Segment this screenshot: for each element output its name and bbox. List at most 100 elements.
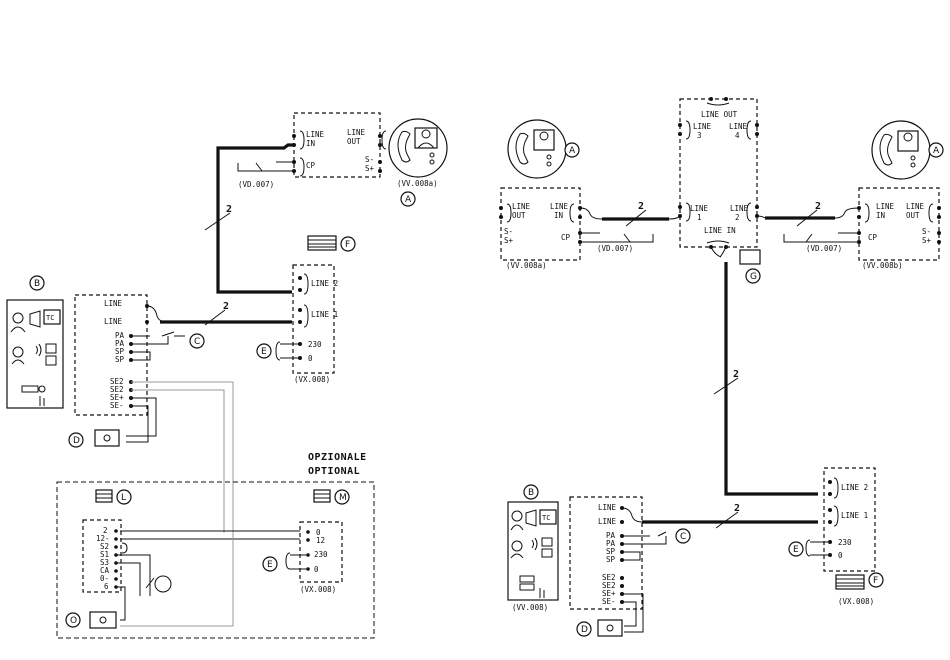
svg-text:LINE: LINE (104, 299, 123, 308)
svg-text:O: O (70, 616, 77, 626)
svg-text:LINE 2: LINE 2 (841, 483, 868, 492)
svg-text:4: 4 (735, 131, 740, 140)
right-monitor-vv008a: LINE OUT LINE IN S- S+ CP (VV.008a) (499, 187, 582, 270)
svg-text:S-: S- (365, 155, 374, 164)
svg-text:0: 0 (314, 565, 319, 574)
svg-text:F: F (345, 240, 350, 250)
svg-text:S+: S+ (365, 164, 375, 173)
svg-text:SE2: SE2 (110, 377, 124, 386)
svg-text:(VV.008b): (VV.008b) (862, 261, 903, 270)
left-power-vx008: LINE 2 LINE 1 230 0 (VX.008) (275, 264, 338, 384)
svg-text:M: M (339, 493, 347, 503)
svg-text:PA: PA (606, 539, 616, 548)
callout-a: A (405, 195, 412, 205)
left-cable-1 (216, 143, 294, 294)
svg-text:SE2: SE2 (110, 385, 124, 394)
svg-text:(VD.007): (VD.007) (238, 180, 274, 189)
svg-text:CP: CP (561, 233, 571, 242)
svg-text:A: A (569, 146, 576, 156)
svg-text:PA: PA (606, 531, 616, 540)
svg-text:PA: PA (115, 331, 125, 340)
svg-text:0-: 0- (100, 574, 109, 583)
svg-text:OUT: OUT (347, 137, 361, 146)
handset-monitor-icon (388, 118, 448, 178)
svg-text:LINE: LINE (730, 204, 749, 213)
svg-text:2: 2 (103, 526, 108, 535)
svg-text:CP: CP (868, 233, 878, 242)
svg-text:LINE OUT: LINE OUT (701, 110, 738, 119)
svg-text:S3: S3 (100, 558, 109, 567)
svg-text:(VX.008): (VX.008) (294, 375, 330, 384)
handset-monitor-icon-right-b (871, 120, 931, 180)
svg-text:(VD.007): (VD.007) (597, 244, 633, 253)
svg-text:LINE 1: LINE 1 (311, 310, 338, 319)
svg-text:LINE: LINE (690, 204, 709, 213)
svg-text:SP: SP (606, 547, 616, 556)
svg-text:0: 0 (838, 551, 843, 560)
svg-text:S-: S- (922, 227, 931, 236)
svg-text:(VX.008): (VX.008) (838, 597, 874, 606)
svg-text:0: 0 (316, 528, 321, 537)
svg-text:F: F (873, 576, 878, 586)
svg-text:SP: SP (606, 555, 616, 564)
svg-text:C: C (194, 337, 200, 347)
svg-text:LINE: LINE (729, 122, 748, 131)
svg-text:2: 2 (734, 503, 740, 514)
svg-text:LINE IN: LINE IN (704, 226, 736, 235)
svg-text:LINE: LINE (550, 202, 569, 211)
svg-text:TC: TC (46, 314, 54, 322)
svg-text:TC: TC (542, 514, 550, 522)
left-cp-switch (237, 161, 294, 172)
svg-text:CP: CP (306, 161, 316, 170)
svg-text:D: D (581, 625, 588, 635)
svg-text:1: 1 (697, 213, 702, 222)
svg-text:G: G (750, 272, 757, 282)
svg-text:2: 2 (735, 213, 740, 222)
svg-text:E: E (793, 545, 799, 555)
svg-text:230: 230 (314, 550, 328, 559)
svg-text:IN: IN (306, 139, 315, 148)
svg-text:LINE: LINE (347, 128, 366, 137)
svg-text:LINE: LINE (306, 130, 325, 139)
left-door-module: LINE LINE PA PA SP SP SE2 SE2 SE+ SE- (74, 294, 149, 416)
svg-text:2: 2 (733, 369, 739, 380)
svg-text:LINE 2: LINE 2 (311, 279, 338, 288)
svg-text:B: B (34, 279, 40, 289)
svg-text:OUT: OUT (906, 211, 920, 220)
left-door-panel: TC (6, 299, 64, 409)
svg-text:12: 12 (316, 536, 325, 545)
right-monitor-vv008b: LINE IN LINE OUT CP S- S+ (VV.008b) (857, 187, 941, 270)
svg-text:SE2: SE2 (602, 573, 616, 582)
svg-text:E: E (261, 347, 267, 357)
optional-vx008: 0 12 230 0 (VX.008) (285, 521, 343, 594)
left-monitor-vv008a: LINE IN LINE OUT CP S- S+ (VD.007) (VV.0… (238, 112, 438, 189)
svg-text:LINE: LINE (104, 317, 123, 326)
svg-text:6: 6 (104, 582, 109, 591)
svg-text:S-: S- (504, 227, 513, 236)
svg-text:IN: IN (554, 211, 563, 220)
svg-text:LINE: LINE (512, 202, 531, 211)
svg-text:230: 230 (838, 538, 852, 547)
svg-text:2: 2 (638, 201, 644, 212)
svg-text:230: 230 (308, 340, 322, 349)
svg-text:2: 2 (815, 201, 821, 212)
svg-text:LINE: LINE (693, 122, 712, 131)
svg-text:SE+: SE+ (110, 393, 124, 402)
svg-text:(VV.008a): (VV.008a) (397, 179, 438, 188)
svg-text:PA: PA (115, 339, 125, 348)
svg-text:S+: S+ (504, 236, 514, 245)
svg-text:OPTIONAL: OPTIONAL (308, 466, 360, 477)
svg-text:LINE: LINE (598, 503, 617, 512)
svg-text:SP: SP (115, 355, 125, 364)
svg-text:C: C (680, 532, 686, 542)
svg-text:S+: S+ (922, 236, 932, 245)
svg-text:LINE: LINE (598, 517, 617, 526)
svg-text:SP: SP (115, 347, 125, 356)
right-distributor: LINE OUT LINE 3 LINE 4 LINE 1 LINE 2 LIN… (678, 97, 759, 249)
svg-text:B: B (528, 488, 534, 498)
svg-text:CA: CA (100, 566, 110, 575)
svg-text:SE2: SE2 (602, 581, 616, 590)
svg-text:A: A (933, 146, 940, 156)
svg-text:2: 2 (223, 301, 229, 312)
